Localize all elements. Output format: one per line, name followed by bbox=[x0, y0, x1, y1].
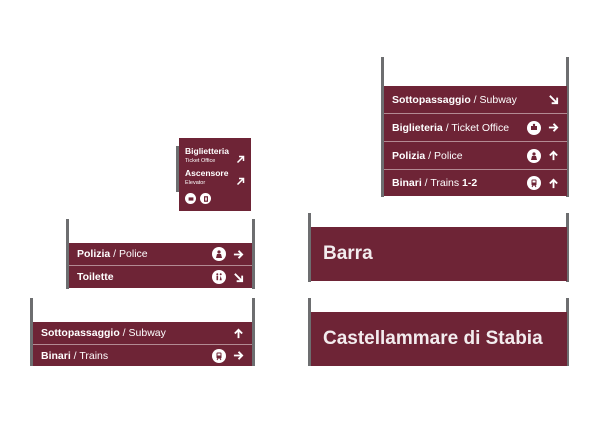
row-divider bbox=[384, 141, 567, 142]
arrow-up-right-icon bbox=[236, 155, 245, 164]
row-label-sep: / bbox=[425, 149, 435, 162]
row-label-en: Ticket Office bbox=[451, 121, 510, 134]
sign-subtitle-elevator: Elevator bbox=[185, 180, 206, 186]
train-icon bbox=[527, 176, 541, 190]
arrow-down-right-icon bbox=[233, 272, 244, 283]
sign-subtitle-ticket: Ticket Office bbox=[185, 158, 216, 164]
row-label-it: Polizia bbox=[392, 149, 426, 162]
sign-post-left bbox=[30, 298, 33, 366]
arrow-up-icon bbox=[548, 178, 559, 189]
row-label-en: Subway bbox=[128, 327, 166, 339]
sign-post-right bbox=[566, 298, 569, 366]
sign-post-left bbox=[308, 213, 311, 282]
row-label-it: Biglieteria bbox=[392, 121, 443, 134]
sign-row-subway: Sottopassaggio / Subway bbox=[33, 322, 252, 344]
sign-bracket bbox=[176, 146, 179, 192]
train-icon bbox=[212, 348, 226, 363]
sign-row-police: Polizia / Police bbox=[69, 243, 252, 265]
ticket-icon bbox=[185, 193, 196, 204]
wall-sign-ticket-elevator: Biglietteria Ticket Office Ascensore Ele… bbox=[179, 138, 251, 211]
row-platform-number: 1-2 bbox=[462, 177, 478, 189]
row-label-en: Police bbox=[434, 149, 463, 162]
row-label-it: Polizia bbox=[77, 248, 111, 260]
police-icon bbox=[527, 148, 541, 163]
row-label-it: Sottopassaggio bbox=[392, 93, 471, 106]
directional-sign-subway-trains: Sottopassaggio / Subway Binari / Trains bbox=[33, 322, 252, 366]
row-label-sep: / bbox=[70, 349, 80, 362]
row-label-it: Sottopassaggio bbox=[41, 327, 120, 339]
sign-row-trains: Binari / Trains bbox=[33, 345, 252, 366]
sign-row-ticket-office: Biglieteria / Ticket Office bbox=[384, 114, 567, 141]
row-label-sep: / bbox=[110, 248, 120, 260]
row-label-sep: / bbox=[119, 327, 129, 339]
row-label-en: Trains bbox=[430, 177, 460, 189]
toilet-icon bbox=[212, 270, 226, 284]
police-icon bbox=[212, 247, 226, 261]
row-divider bbox=[384, 113, 567, 114]
row-label-en: Police bbox=[119, 248, 148, 260]
sign-post-left bbox=[66, 219, 69, 289]
row-label-it: Binari bbox=[41, 349, 71, 362]
sign-post-left bbox=[381, 57, 384, 197]
row-label-sep: / bbox=[470, 93, 480, 106]
station-name: Barra bbox=[323, 243, 373, 264]
elevator-icon bbox=[200, 193, 211, 204]
row-label-it: Toilette bbox=[77, 271, 114, 283]
row-label-it: Binari bbox=[392, 177, 422, 189]
arrow-right-icon bbox=[548, 122, 559, 133]
arrow-up-right-icon bbox=[236, 177, 245, 186]
station-name-sign-castellammare: Castellammare di Stabia bbox=[311, 312, 567, 366]
sign-title-elevator: Ascensore bbox=[185, 168, 229, 178]
sign-post-left bbox=[308, 298, 311, 366]
row-label-en: Subway bbox=[479, 93, 517, 106]
sign-row-police: Polizia / Police bbox=[384, 142, 567, 169]
row-divider bbox=[384, 169, 567, 170]
row-divider bbox=[69, 265, 252, 266]
row-label-sep: / bbox=[442, 121, 452, 134]
directional-sign-platforms: Sottopassaggio / Subway Biglieteria / Ti… bbox=[384, 86, 567, 196]
sign-post-right bbox=[566, 213, 569, 282]
row-label-en: Trains bbox=[79, 349, 109, 362]
arrow-up-icon bbox=[233, 328, 244, 339]
ticket-icon bbox=[527, 120, 541, 135]
sign-row-trains: Binari / Trains 1-2 bbox=[384, 170, 567, 196]
sign-post-right bbox=[252, 298, 255, 366]
sign-post-right bbox=[566, 57, 569, 197]
sign-row-subway: Sottopassaggio / Subway bbox=[384, 86, 567, 113]
row-divider bbox=[33, 344, 252, 345]
station-name-sign-barra: Barra bbox=[311, 227, 567, 281]
sign-post-right bbox=[252, 219, 255, 289]
arrow-right-icon bbox=[233, 350, 244, 361]
arrow-up-icon bbox=[548, 150, 559, 161]
directional-sign-services: Polizia / Police Toilette bbox=[69, 243, 252, 288]
row-label-sep: / bbox=[421, 177, 431, 189]
sign-row-toilet: Toilette bbox=[69, 266, 252, 288]
station-name: Castellammare di Stabia bbox=[323, 328, 543, 349]
arrow-right-icon bbox=[233, 249, 244, 260]
sign-title-ticket: Biglietteria bbox=[185, 146, 229, 156]
arrow-down-right-icon bbox=[548, 94, 559, 105]
